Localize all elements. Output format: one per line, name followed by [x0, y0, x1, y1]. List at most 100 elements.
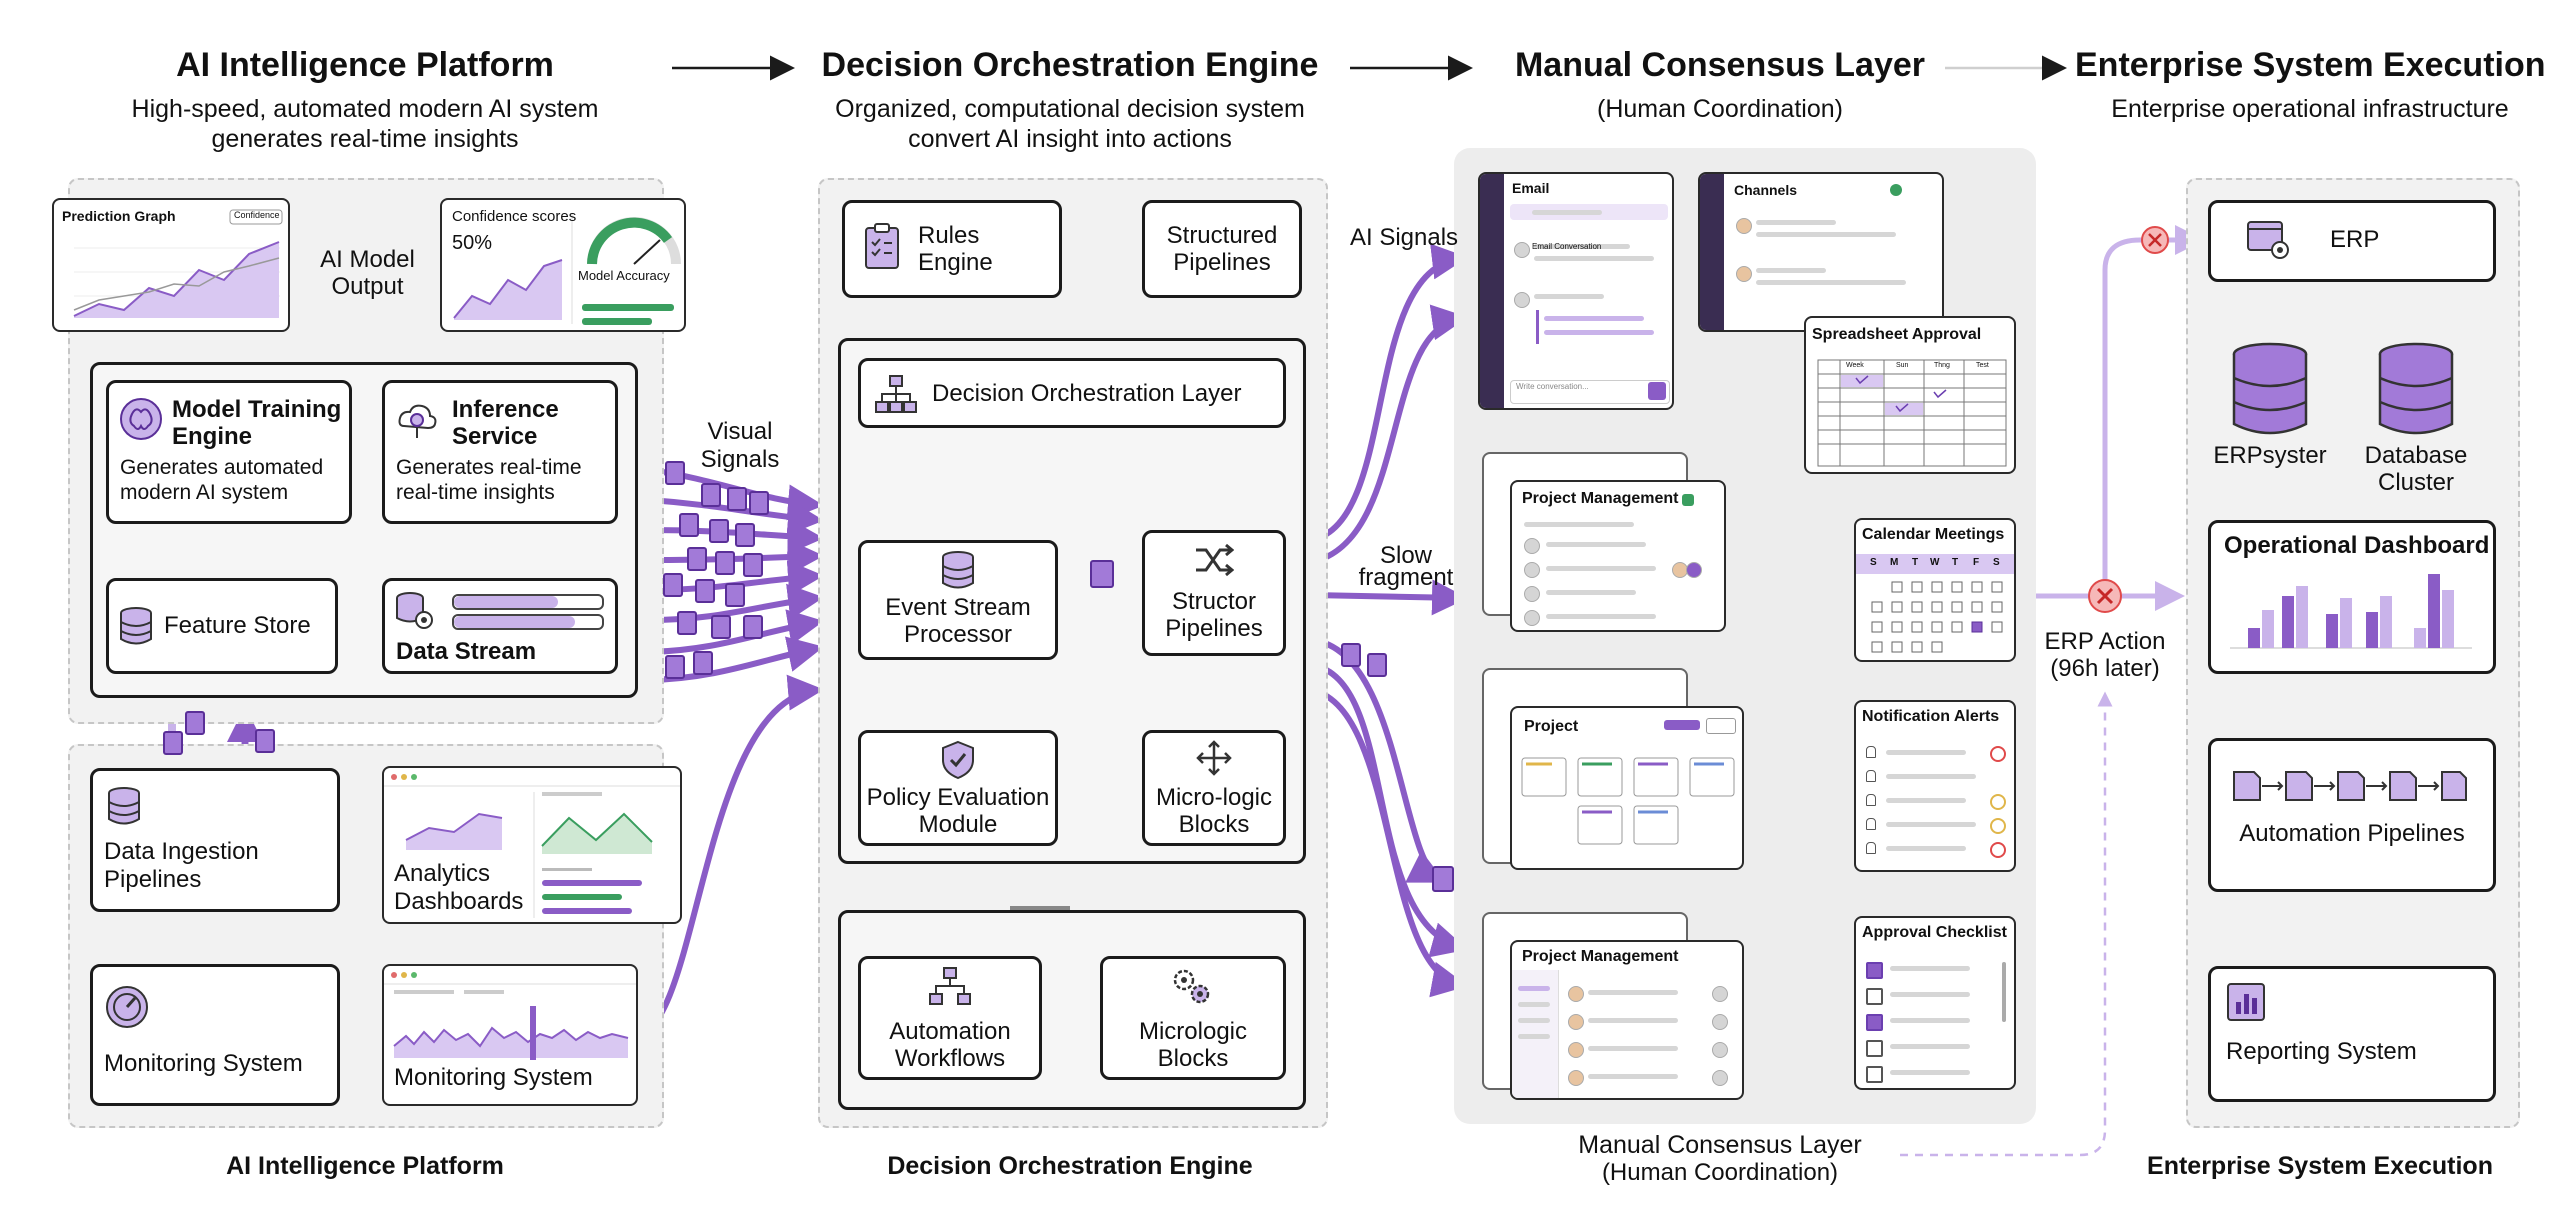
alert-error-icon	[1990, 842, 2006, 858]
confidence-scores-title: Confidence scores	[452, 208, 577, 225]
calendar-meetings[interactable]: S M T W T F S	[1854, 518, 2016, 662]
error-marker-top-icon	[2141, 226, 2169, 254]
monitoring-system-label: Monitoring System	[104, 1050, 303, 1077]
approval-check-4[interactable]	[1866, 1040, 1883, 1057]
reporting-system-label: Reporting System	[2226, 1038, 2417, 1065]
structured-pipelines[interactable]	[1142, 200, 1302, 298]
model-training-title-2: Engine	[172, 423, 253, 450]
model-training-title-1: Model Training	[172, 396, 342, 423]
prediction-graph-card[interactable]: Prediction Graph Confidence	[52, 198, 290, 332]
data-stream-bar-2	[452, 614, 604, 630]
approval-check-3[interactable]	[1866, 1014, 1883, 1031]
project-board-window[interactable]	[1510, 706, 1744, 870]
erp-database-icon	[2232, 342, 2308, 435]
approval-check-2[interactable]	[1866, 988, 1883, 1005]
decision-orchestration-layer-label: Decision Orchestration Layer	[932, 380, 1242, 407]
bell-icon	[1866, 818, 1876, 830]
database-icon	[108, 787, 140, 825]
email-item-label: Email Conversation	[1532, 242, 1602, 251]
policy-evaluation-title-2: Module	[918, 811, 998, 838]
email-send-button[interactable]	[1648, 382, 1666, 400]
channels-window[interactable]	[1698, 172, 1944, 332]
bell-icon	[1866, 770, 1876, 782]
approval-scrollbar[interactable]	[2002, 962, 2006, 1022]
spreadsheet-approval-title: Spreadsheet Approval	[1812, 326, 1982, 343]
model-training-desc-2: modern AI system	[120, 481, 289, 504]
structured-pipelines-title-1: Structured	[1166, 222, 1278, 249]
confidence-dropdown[interactable]: Confidence	[234, 210, 280, 220]
database-cluster-icon	[2378, 342, 2454, 435]
analytics-chart	[384, 774, 680, 918]
approval-check-1[interactable]	[1866, 962, 1883, 979]
calendar-grid	[1871, 581, 2003, 653]
analytics-title-1: Analytics	[394, 860, 491, 887]
spreadsheet-col-thng: Thng	[1934, 362, 1950, 369]
hierarchy-icon	[875, 375, 917, 413]
doe-column-subtitle-1: Organized, computational decision system	[835, 95, 1305, 123]
decision-orchestration-layer[interactable]	[858, 358, 1286, 428]
approval-check-5[interactable]	[1866, 1066, 1883, 1083]
policy-evaluation-title-1: Policy Evaluation	[866, 784, 1050, 811]
doe-column-title: Decision Orchestration Engine	[821, 46, 1319, 84]
confidence-scores-card[interactable]: Confidence scores 50% Model Accuracy	[440, 198, 686, 332]
calendar-day-w: W	[1930, 557, 1940, 568]
erp-action-label-2: (96h later)	[2050, 655, 2160, 682]
email-compose-field[interactable]	[1510, 380, 1670, 404]
channels-sidebar	[1700, 174, 1724, 330]
dashboard-bar-chart	[2230, 574, 2472, 649]
structor-pipelines-title-1: Structor	[1171, 588, 1257, 615]
project-board-filter[interactable]	[1706, 718, 1736, 734]
project-board-cards	[1521, 757, 1735, 845]
ese-column-title: Enterprise System Execution	[2075, 46, 2546, 84]
structor-pipelines[interactable]	[1142, 530, 1286, 656]
notification-alerts[interactable]	[1854, 700, 2016, 872]
project-management-window-2[interactable]	[1510, 940, 1744, 1100]
upward-documents-icon	[163, 711, 275, 755]
model-training-desc-1: Generates automated	[120, 456, 324, 479]
calendar-day-s2: S	[1993, 557, 2000, 568]
erp-label: ERP	[2330, 226, 2380, 253]
approval-checklist[interactable]	[1854, 916, 2016, 1090]
event-stream-title-1: Event Stream	[885, 594, 1031, 621]
inference-title-2: Service	[452, 423, 538, 450]
project-management-window-1[interactable]	[1510, 480, 1726, 632]
slow-fragment-documents-icon	[1341, 643, 1387, 677]
email-title: Email	[1512, 180, 1550, 196]
browser-gear-icon	[2247, 221, 2289, 259]
approval-checklist-title: Approval Checklist	[1862, 924, 2007, 941]
inference-service[interactable]	[382, 380, 618, 524]
slow-fragment-label-2: fragment	[1358, 564, 1454, 591]
alert-error-icon	[1990, 746, 2006, 762]
database-icon	[942, 551, 974, 589]
calendar-day-f: F	[1973, 557, 1980, 568]
monitoring-chart	[384, 972, 636, 1060]
gauge-icon	[106, 986, 148, 1028]
inference-desc-1: Generates real-time	[396, 456, 582, 479]
monitoring-panel-card[interactable]	[382, 964, 638, 1106]
spreadsheet-col-test: Test	[1976, 362, 1989, 369]
database-icon	[120, 607, 152, 645]
automation-workflows-title-1: Automation	[889, 1018, 1011, 1045]
calendar-day-t1: T	[1912, 557, 1919, 568]
ese-column-subtitle: Enterprise operational infrastructure	[2111, 95, 2509, 123]
analytics-dashboards-card[interactable]	[382, 766, 682, 924]
visual-signal-documents-icon	[663, 461, 769, 679]
project-management-title-2: Project Management	[1522, 948, 1679, 965]
data-ingestion-title-1: Data Ingestion	[104, 838, 259, 865]
ai-column-subtitle-1: High-speed, automated modern AI system	[131, 95, 599, 123]
event-stream-title-2: Processor	[903, 621, 1013, 648]
data-stream-bar-1	[452, 594, 604, 610]
automation-pipelines[interactable]	[2208, 738, 2496, 892]
project-management-title-1: Project Management	[1522, 490, 1679, 507]
workflows-divider	[1010, 906, 1070, 910]
spreadsheet-approval[interactable]: Week Sun Thng Test	[1804, 316, 2016, 474]
micrologic-blocks-title-2: Blocks	[1157, 1045, 1229, 1072]
feature-store-label: Feature Store	[164, 612, 311, 639]
calendar-day-m: M	[1890, 557, 1899, 568]
model-accuracy-label: Model Accuracy	[578, 268, 670, 283]
prediction-graph-title: Prediction Graph	[62, 208, 176, 224]
email-window[interactable]	[1478, 172, 1674, 410]
email-compose-placeholder: Write conversation...	[1516, 382, 1589, 391]
erp-action-label-1: ERP Action	[2044, 628, 2166, 655]
bell-icon	[1866, 794, 1876, 806]
